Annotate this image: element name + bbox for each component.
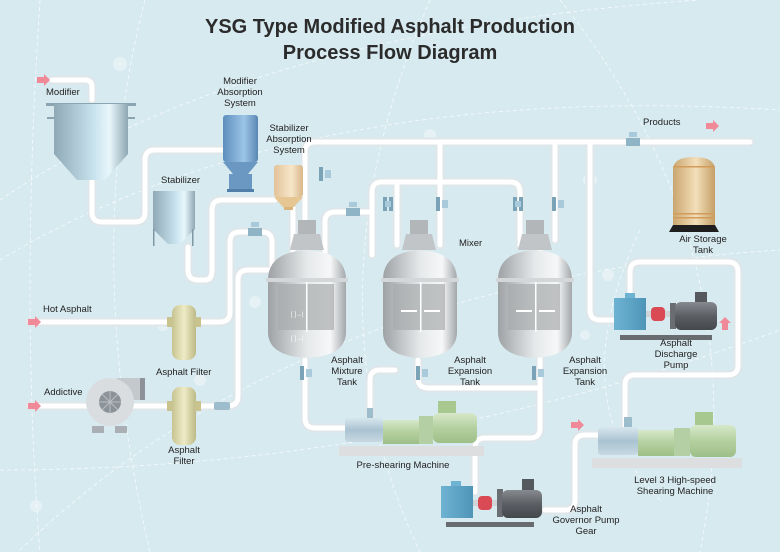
arrow-right-icon [706, 120, 719, 132]
stabilizer-hopper-icon [153, 191, 195, 246]
asphalt-filter-1-icon [167, 305, 201, 360]
level3-shearing-machine-icon [592, 412, 742, 468]
arrow-up-icon [719, 317, 731, 330]
label-mixer: Mixer [459, 238, 483, 249]
svg-text:[ ]→|: [ ]→| [291, 336, 304, 342]
label-modifier-absorption: Modifier Absorption System [217, 76, 263, 109]
label-governor-pump: Asphalt Governor Pump Gear [552, 504, 620, 537]
valve-icon [416, 366, 428, 380]
pre-shearing-machine-icon [339, 401, 484, 456]
label-pre-shearing-machine: Pre-shearing Machine [356, 460, 450, 471]
blower-icon [86, 378, 145, 433]
label-stabilizer: Stabilizer [161, 175, 201, 186]
expansion-tank-1-icon [381, 220, 459, 358]
flowmeter-icon [626, 132, 640, 146]
label-products: Products [643, 117, 681, 128]
valve-icon [436, 197, 448, 211]
pipes [25, 75, 755, 515]
label-mixture-tank: Asphalt Mixture Tank [331, 355, 363, 388]
arrow-right-icon [28, 400, 41, 412]
asphalt-filter-2-icon [167, 387, 201, 445]
discharge-pump-icon [614, 292, 717, 340]
label-expansion-tank-2: Asphalt Expansion Tank [562, 355, 608, 388]
label-addictive: Addictive [44, 387, 83, 398]
expansion-tank-2-icon [496, 220, 574, 358]
label-discharge-pump: Asphalt Discharge Pump [654, 338, 698, 371]
valve-icon [319, 167, 331, 181]
valve-icon [383, 197, 393, 211]
label-hot-asphalt: Hot Asphalt [43, 304, 92, 315]
label-expansion-tank-1: Asphalt Expansion Tank [447, 355, 493, 388]
valve-icon [513, 197, 523, 211]
valve-icon [300, 366, 312, 380]
coupling-icon [214, 402, 230, 410]
valves [214, 132, 640, 410]
valve-icon [532, 366, 544, 380]
label-level3-shearing-machine: Level 3 High-speed Shearing Machine [634, 475, 716, 497]
label-stabilizer-absorption: Stabilizer Absorption System [266, 123, 312, 156]
label-modifier: Modifier [46, 87, 80, 98]
modifier-absorption-icon [223, 115, 258, 192]
title-line-1: YSG Type Modified Asphalt Production [204, 16, 575, 38]
flow-arrows [28, 74, 731, 431]
arrow-right-icon [37, 74, 50, 86]
stabilizer-absorption-icon [274, 165, 303, 210]
label-asphalt-filter-1: Asphalt Filter [156, 367, 212, 378]
air-storage-tank-icon [669, 157, 719, 232]
flowmeter-icon [346, 202, 360, 216]
valve-icon [552, 197, 564, 211]
arrow-right-icon [571, 419, 584, 431]
flowmeter-icon [248, 222, 262, 236]
diagram-title: YSG Type Modified Asphalt Production Pro… [0, 14, 780, 66]
svg-text:[ ]→|: [ ]→| [291, 312, 304, 318]
arrow-right-icon [28, 316, 41, 328]
label-air-storage-tank: Air Storage Tank [679, 234, 727, 256]
mixture-tank-icon: [ ]→| [ ]→| [266, 220, 348, 358]
label-asphalt-filter-2: Asphalt Filter [168, 445, 200, 467]
governor-pump-icon [441, 479, 542, 527]
title-line-2: Process Flow Diagram [282, 42, 498, 64]
modifier-hopper-icon [46, 103, 136, 180]
